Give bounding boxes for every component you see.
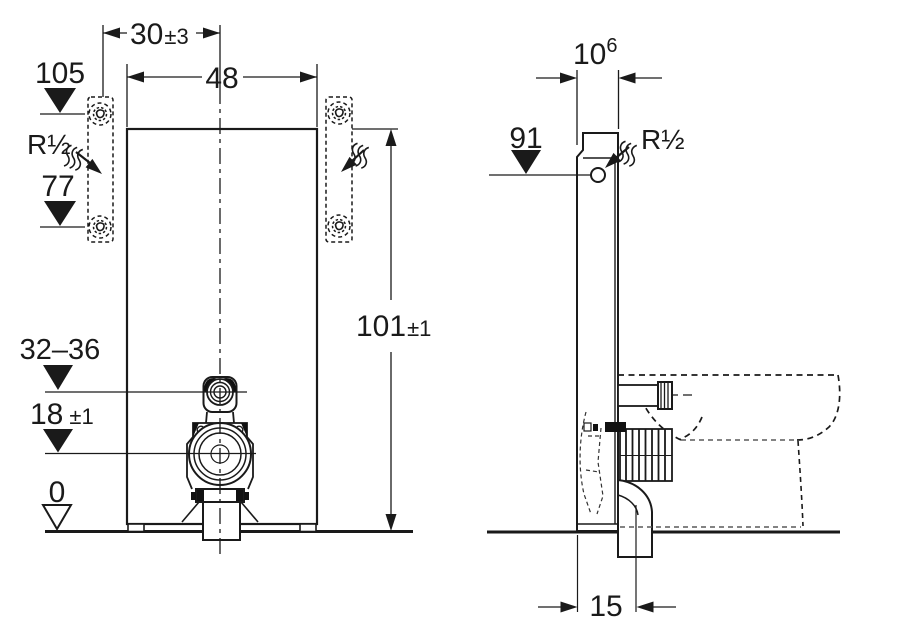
- arrowhead-icon: [103, 27, 120, 39]
- thread-leader-side: [605, 140, 638, 168]
- thread-leader-left: [63, 144, 102, 174]
- thread-leader-right: [341, 142, 370, 172]
- flush-pipe-corrugated: [583, 422, 673, 482]
- dimension-height: [352, 128, 398, 531]
- thread-size-label: R½: [641, 124, 685, 155]
- arrowhead-icon: [560, 72, 577, 84]
- datum-triangle-open-icon: [41, 504, 73, 531]
- dim-offset-label: 30±3: [130, 18, 189, 51]
- datum-outlet-label: 32–36: [20, 334, 101, 366]
- panel-foot-right: [299, 523, 317, 533]
- screw-icon: [95, 109, 105, 119]
- leader-arrow-icon: [605, 152, 621, 168]
- datum-connection: [489, 150, 591, 176]
- screw-icon: [334, 221, 344, 231]
- arrowhead-icon: [636, 601, 654, 613]
- drain-downpipe-front: [202, 501, 241, 541]
- screw-icon: [95, 222, 105, 232]
- panel-foot-left: [127, 523, 145, 533]
- dimension-outlet-distance: [538, 505, 676, 613]
- dim-depth-label: 106: [573, 35, 618, 71]
- dim-outlet-label: 15: [589, 590, 622, 623]
- datum-floor-label: 0: [49, 476, 66, 509]
- arrowhead-icon: [300, 71, 317, 83]
- thread-size-label: R½: [27, 129, 71, 160]
- datum-triangle-icon: [43, 365, 73, 390]
- arrowhead-icon: [385, 129, 397, 146]
- datum-trap-label: 18±1: [30, 398, 94, 431]
- internal-mechanism-dashed: [579, 411, 604, 515]
- datum-triangle-icon: [44, 201, 76, 226]
- dimension-depth: [536, 70, 662, 145]
- dimension-offset-top: [102, 25, 221, 97]
- side-view: 106 91 R½ 15: [487, 35, 841, 623]
- water-connection-side: [590, 167, 606, 183]
- leader-arrow-icon: [341, 156, 357, 172]
- arrowhead-icon: [385, 514, 397, 531]
- datum-77-label: 77: [41, 170, 74, 203]
- fitting-corner-right: [220, 378, 236, 393]
- datum-triangle-icon: [43, 429, 73, 453]
- datum-triangle-icon: [44, 88, 76, 113]
- support-strut-right: [240, 501, 259, 523]
- arrowhead-icon: [203, 27, 220, 39]
- fitting-corner-left: [204, 378, 220, 393]
- front-view: 30±3 48 105 R½ 77 101±1 32–36 18±1 0: [20, 18, 431, 558]
- dim-height-label: 101±1: [356, 310, 431, 343]
- datum-triangle-icon: [511, 150, 541, 174]
- thread-wave-icon: [63, 144, 84, 171]
- datum-91-label: 91: [509, 122, 542, 155]
- anchor-plate-left: [87, 96, 114, 243]
- leader-arrow-icon: [85, 158, 102, 174]
- module-panel-side: [576, 132, 619, 532]
- arrowhead-icon: [560, 601, 578, 613]
- dim-width-label: 48: [205, 62, 238, 95]
- screw-icon: [334, 108, 344, 118]
- drain-elbow-side: [617, 478, 653, 558]
- anchor-plate-right: [325, 96, 353, 243]
- datum-105-label: 105: [35, 57, 85, 90]
- supply-pipe-side: [617, 381, 673, 410]
- arrowhead-icon: [618, 72, 636, 84]
- dimension-width: [126, 64, 318, 127]
- arrowhead-icon: [127, 71, 144, 83]
- support-strut-left: [181, 501, 200, 523]
